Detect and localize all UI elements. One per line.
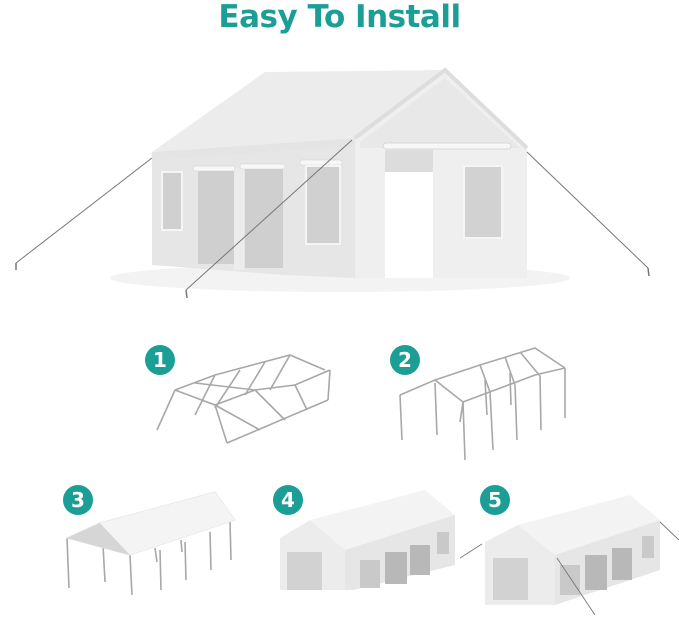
frame-roof-assembly-icon (156, 354, 331, 444)
guy-ropes-staked-icon (460, 495, 679, 615)
step-2: 2 (385, 340, 575, 465)
step-1-badge: 1 (145, 345, 175, 375)
step-4: 4 (265, 480, 460, 590)
step-5-badge: 5 (480, 485, 510, 515)
step-5: 5 (460, 480, 679, 615)
step-1: 1 (145, 345, 345, 450)
step-2-badge: 2 (390, 345, 420, 375)
step-3: 3 (55, 480, 240, 595)
assembled-tent-image (0, 55, 679, 315)
frame-legs-attached-icon (399, 347, 566, 461)
sidewalls-installed-icon (280, 490, 455, 590)
page-title: Easy To Install (218, 0, 461, 35)
step-3-badge: 3 (63, 485, 93, 515)
roof-cover-installed-icon (65, 491, 236, 595)
step-4-badge: 4 (273, 485, 303, 515)
